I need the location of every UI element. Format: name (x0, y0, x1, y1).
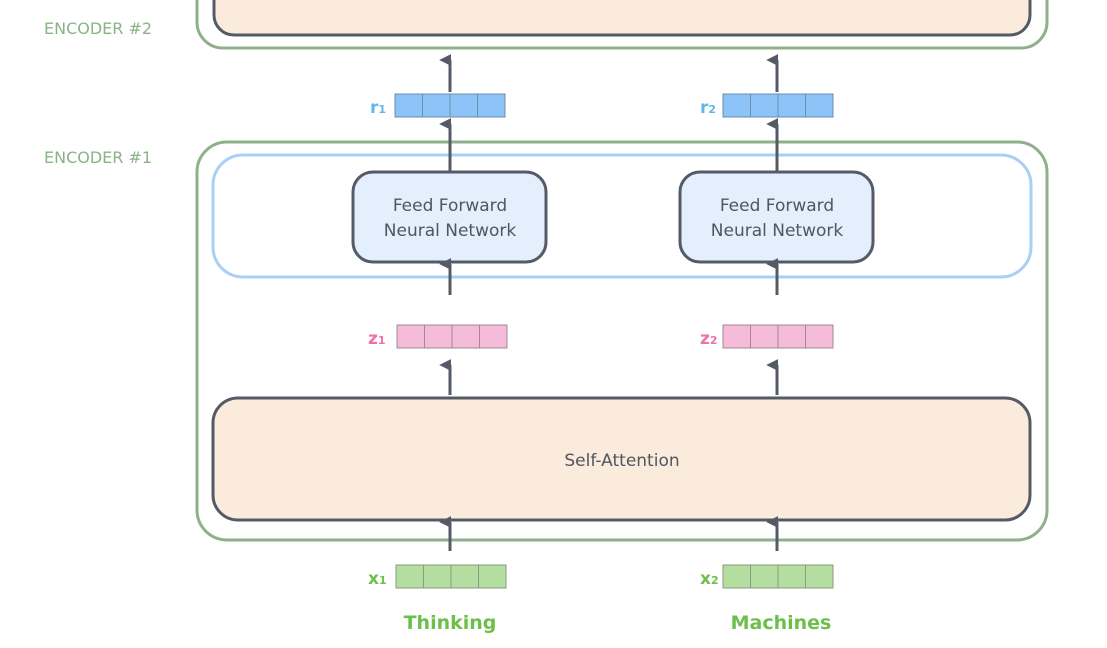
x2-vector-cell (777, 564, 806, 589)
ffn-1-line1: Feed Forward (393, 196, 507, 216)
r2-vector (722, 93, 834, 118)
r2-vector-cell (805, 93, 834, 118)
encoder-2-label: ENCODER #2 (44, 19, 152, 38)
x1-label: x1 (368, 569, 387, 589)
encoder-2-self-attention (212, 0, 1032, 37)
r2-label: r2 (700, 98, 716, 118)
x1-vector-cell (395, 564, 424, 589)
z2-vector-cell (805, 324, 834, 349)
z1-label: z1 (368, 329, 386, 349)
ffn-layer-border (211, 153, 1033, 279)
x2-vector-cell (805, 564, 834, 589)
x2-label: x2 (700, 569, 719, 589)
r2-vector-cell (777, 93, 806, 118)
x2-vector-cell (722, 564, 751, 589)
ffn-2-line1: Feed Forward (720, 196, 834, 216)
x1-vector-cell (450, 564, 479, 589)
r1-vector-cell (422, 93, 451, 118)
z2-vector-cell (722, 324, 751, 349)
encoder-2 (195, 0, 1049, 50)
ffn-box-2: Feed Forward Neural Network (678, 170, 875, 264)
z1-vector-cell (451, 324, 480, 349)
x2-vector (722, 564, 834, 589)
x1-vector-cell (478, 564, 507, 589)
r2-vector-cell (722, 93, 751, 118)
r1-vector-cell (477, 93, 506, 118)
encoder-2-border (195, 0, 1049, 50)
r1-vector-cell (449, 93, 478, 118)
word-thinking: Thinking (404, 612, 497, 634)
vectors (394, 93, 834, 589)
ffn-2-line2: Neural Network (711, 221, 844, 241)
x2-vector-cell (750, 564, 779, 589)
x1-vector (395, 564, 507, 589)
z2-vector-cell (750, 324, 779, 349)
r1-label: r1 (370, 98, 386, 118)
x1-vector-cell (423, 564, 452, 589)
z2-vector-cell (777, 324, 806, 349)
z1-vector-cell (479, 324, 508, 349)
z1-vector-cell (396, 324, 425, 349)
z2-vector (722, 324, 834, 349)
ffn-box-1: Feed Forward Neural Network (351, 170, 548, 264)
z1-vector (396, 324, 508, 349)
ffn-1-line2: Neural Network (384, 221, 517, 241)
r2-vector-cell (750, 93, 779, 118)
encoder-1-border (195, 140, 1049, 542)
self-attention-box: Self-Attention (211, 396, 1032, 522)
z1-vector-cell (424, 324, 453, 349)
r1-vector-cell (394, 93, 423, 118)
self-attention-label: Self-Attention (564, 451, 679, 471)
z2-label: z2 (700, 329, 718, 349)
arrows (439, 54, 779, 551)
r1-vector (394, 93, 506, 118)
word-machines: Machines (731, 612, 832, 634)
encoder-1-label: ENCODER #1 (44, 148, 152, 167)
